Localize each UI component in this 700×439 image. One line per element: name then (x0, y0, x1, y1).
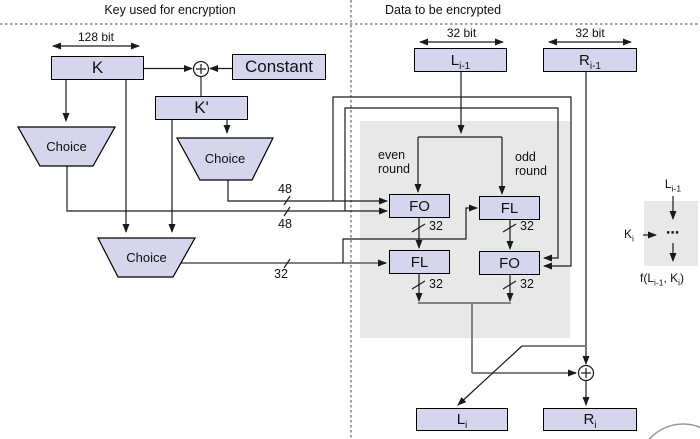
fl-even-label: FL (410, 253, 429, 271)
constant-box: Constant (232, 54, 326, 80)
f-legend-key-label: Ki (624, 227, 634, 244)
fo-even-box: FO (389, 194, 450, 218)
choice3-funnel (97, 237, 197, 278)
bus1-label: 32 (429, 219, 443, 233)
fo-even-label: FO (409, 197, 430, 215)
right-width-label: 32 bit (575, 26, 605, 40)
key-section-header: Key used for encryption (104, 3, 236, 17)
k-prime-box: K' (155, 96, 248, 120)
key-box-label: K (91, 58, 104, 77)
f-legend-dots: ⋯ (666, 225, 680, 240)
xor-icon (577, 364, 595, 382)
bus2-label: 32 (520, 219, 534, 233)
fl-odd-box: FL (479, 196, 540, 220)
l-prev-label: Li-1 (450, 51, 471, 72)
subkey-48-upper-label: 48 (278, 182, 292, 196)
k-prime-box-label: K' (194, 98, 209, 117)
left-width-label: 32 bit (446, 26, 477, 40)
bit-width-arrows (52, 38, 632, 50)
r-out-box: Ri (543, 408, 637, 431)
even-round-label: even round (378, 148, 410, 176)
fl-even-box: FL (389, 250, 450, 274)
f-legend-output-label: f(Li-1, Ki) (639, 271, 685, 288)
fo-odd-label: FO (499, 254, 520, 272)
key-width-label: 128 bit (77, 30, 115, 44)
fl-odd-label: FL (500, 199, 519, 217)
choice2-label: Choice (204, 151, 246, 166)
choice1-label: Choice (46, 139, 87, 154)
odd-round-label: odd round (515, 150, 547, 178)
bus3-label: 32 (429, 277, 443, 291)
f-legend-input-label: Li-1 (664, 177, 682, 194)
r-out-label: Ri (583, 411, 597, 431)
r-prev-box: Ri-1 (543, 48, 637, 72)
choice1-funnel (16, 126, 117, 167)
choice3-label: Choice (126, 250, 167, 265)
f-legend-wires (643, 196, 677, 262)
r-prev-label: Ri-1 (579, 51, 601, 72)
choice2-funnel (175, 137, 274, 181)
data-path-wires (411, 72, 590, 406)
corner-arc (648, 423, 700, 439)
key-schedule-wires (62, 65, 572, 270)
l-prev-box: Li-1 (414, 48, 507, 72)
l-out-box: Li (416, 408, 508, 431)
subkey-32-label: 32 (274, 267, 288, 281)
constant-box-label: Constant (244, 57, 314, 76)
data-section-header: Data to be encrypted (384, 3, 502, 17)
choice-funnels (16, 126, 274, 278)
fo-odd-box: FO (479, 251, 540, 275)
round-function-panel (360, 121, 570, 338)
subkey-48-lower-label: 48 (278, 217, 292, 231)
key-box: K (51, 56, 144, 80)
bus4-label: 32 (520, 277, 534, 291)
xor-icon (192, 60, 210, 78)
l-out-label: Li (456, 411, 468, 431)
